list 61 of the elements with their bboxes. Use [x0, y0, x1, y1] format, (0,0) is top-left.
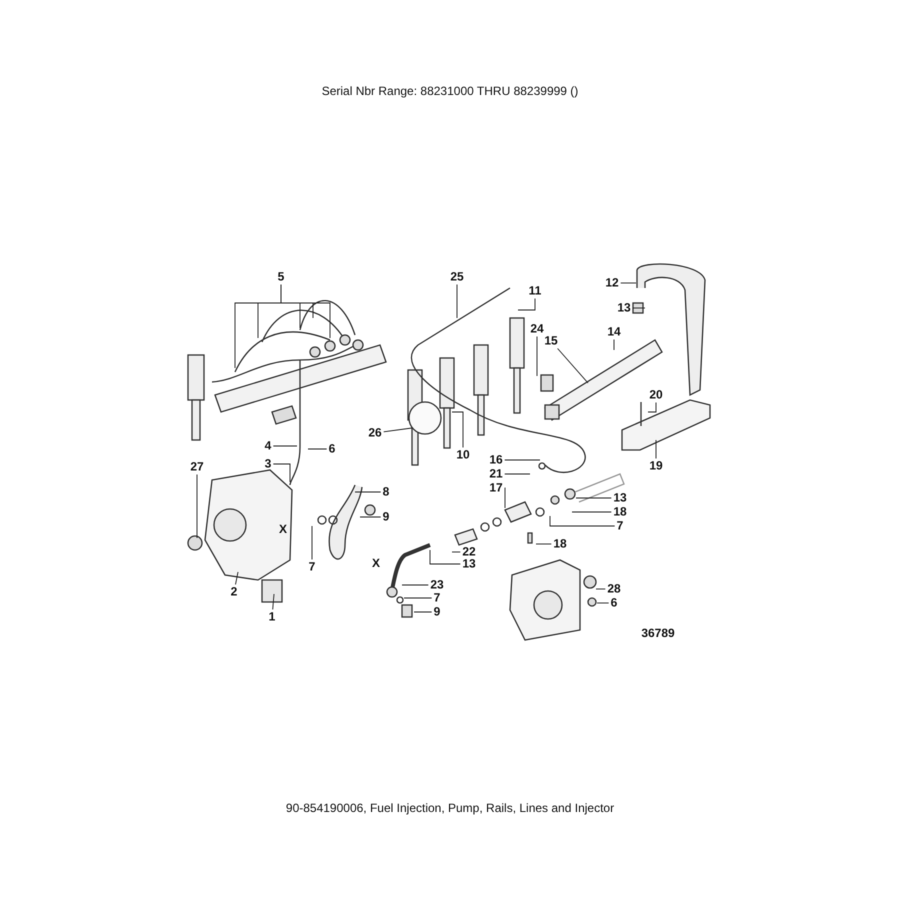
callout-number: 28 [606, 582, 622, 596]
callout-number: 1 [268, 610, 276, 624]
callout-number: 7 [308, 560, 316, 574]
callout-number: 25 [449, 270, 465, 284]
figure-number: 36789 [641, 626, 675, 640]
leader-line [557, 348, 588, 384]
callout-number: 6 [328, 442, 336, 456]
leader-line [518, 298, 536, 310]
leader-line [536, 336, 538, 376]
leader-line [383, 428, 412, 432]
callout-number: 23 [429, 578, 445, 592]
callout-number: 13 [612, 492, 628, 504]
callout-number: 7 [616, 520, 624, 532]
callout-number: 13 [461, 558, 477, 570]
callout-number: 20 [648, 388, 664, 402]
leader-line [596, 588, 606, 590]
leader-line [280, 284, 330, 338]
assembly-mark: X [279, 522, 287, 536]
callout-number: 10 [455, 448, 471, 462]
leader-line [308, 448, 328, 450]
callout-number: 18 [552, 538, 568, 550]
callout-number: 21 [488, 468, 504, 480]
callout-number: 13 [616, 302, 632, 314]
leader-line [430, 550, 461, 564]
leader-line [620, 282, 636, 284]
callout-number: 17 [488, 482, 504, 494]
callout-number: 16 [488, 454, 504, 466]
leader-line [272, 594, 274, 610]
leader-line [452, 412, 464, 448]
callout-number: 24 [529, 322, 545, 336]
callout-number: 6 [610, 596, 618, 610]
assembly-mark: X [372, 556, 380, 570]
leader-line [550, 516, 616, 526]
callout-number: 5 [276, 270, 286, 284]
leader-line [402, 584, 429, 586]
caption: 90-854190006, Fuel Injection, Pump, Rails, Lines and Injector [284, 801, 616, 815]
leader-line [596, 602, 610, 604]
callout-number: 2 [230, 586, 238, 598]
leader-line [504, 488, 506, 508]
callout-number: 3 [264, 458, 272, 470]
callout-number: 11 [528, 284, 542, 298]
callout-number: 12 [604, 276, 620, 290]
callout-number: 14 [606, 326, 622, 338]
callout-number: 27 [189, 460, 205, 474]
callout-number: 22 [461, 546, 477, 558]
callout-number: 8 [382, 486, 390, 498]
leader-line [360, 516, 382, 518]
callout-number: 9 [432, 606, 442, 618]
callout-number: 9 [382, 510, 390, 524]
callout-number: 15 [543, 334, 559, 348]
leader-line [272, 464, 290, 482]
callout-number: 18 [612, 506, 628, 518]
page-title: Serial Nbr Range: 88231000 THRU 88239999 () [320, 84, 580, 98]
callout-number: 7 [432, 592, 442, 604]
leader-line [235, 572, 238, 585]
leader-line [196, 474, 198, 538]
leader-line [456, 284, 458, 318]
callout-number: 26 [367, 426, 383, 440]
leader-line [648, 402, 656, 412]
callout-number: 19 [648, 460, 664, 472]
callout-number: 4 [264, 440, 272, 452]
